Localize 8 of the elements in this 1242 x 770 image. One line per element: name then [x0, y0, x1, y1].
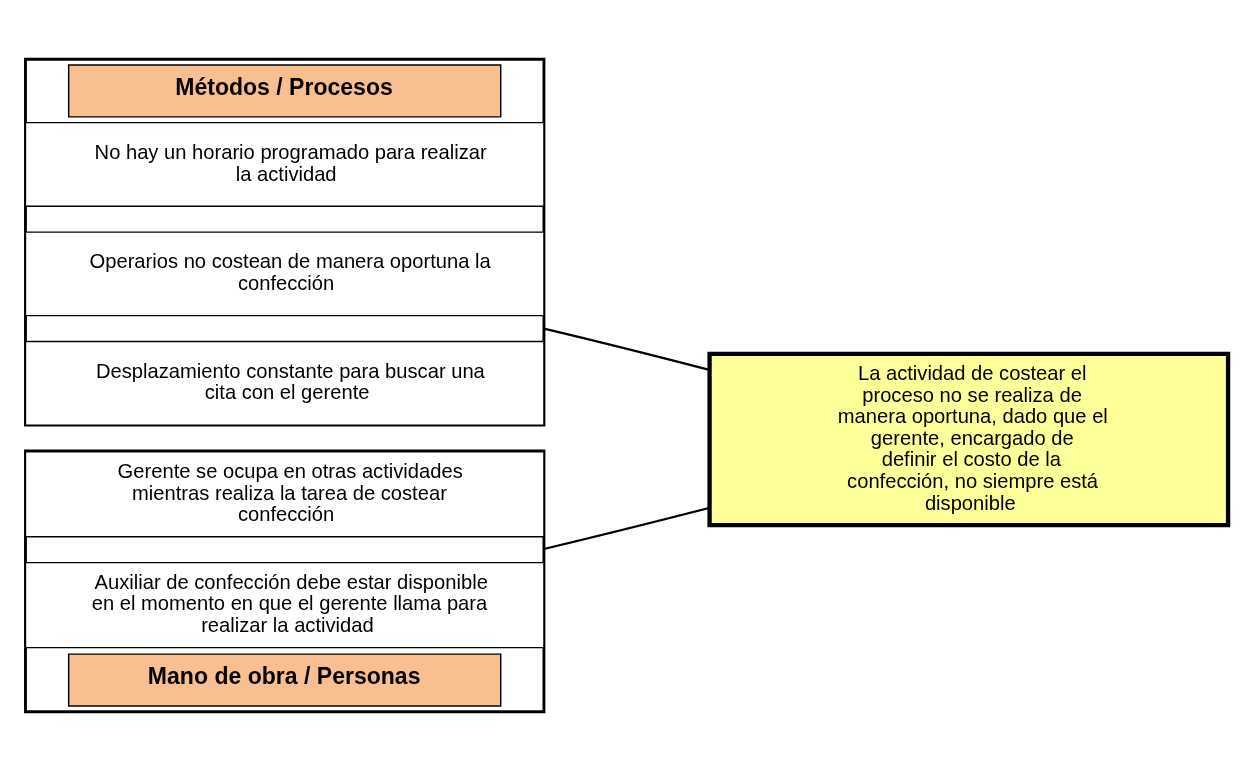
node-box: Auxiliar de confección debe estar disponible en el momento en que el gerente llama para realizar la actividad	[24, 561, 545, 648]
node-box: Gerente se ocupa en otras actividades mientras realiza la tarea de costear confección	[24, 450, 545, 537]
connector	[543, 506, 710, 550]
node-box: No hay un horario programado para realizar la actividad	[24, 121, 545, 207]
node-box: Desplazamiento constante para buscar una cita con el gerente	[24, 340, 545, 426]
node-box: La actividad de costear el proceso no se realiza de manera oportuna, dado que el gerente, encargado de definir el costo de la confección, no siempre está disponible	[707, 351, 1231, 527]
node-box: Operarios no costean de manera oportuna la confección	[24, 230, 545, 316]
connector	[543, 327, 710, 371]
